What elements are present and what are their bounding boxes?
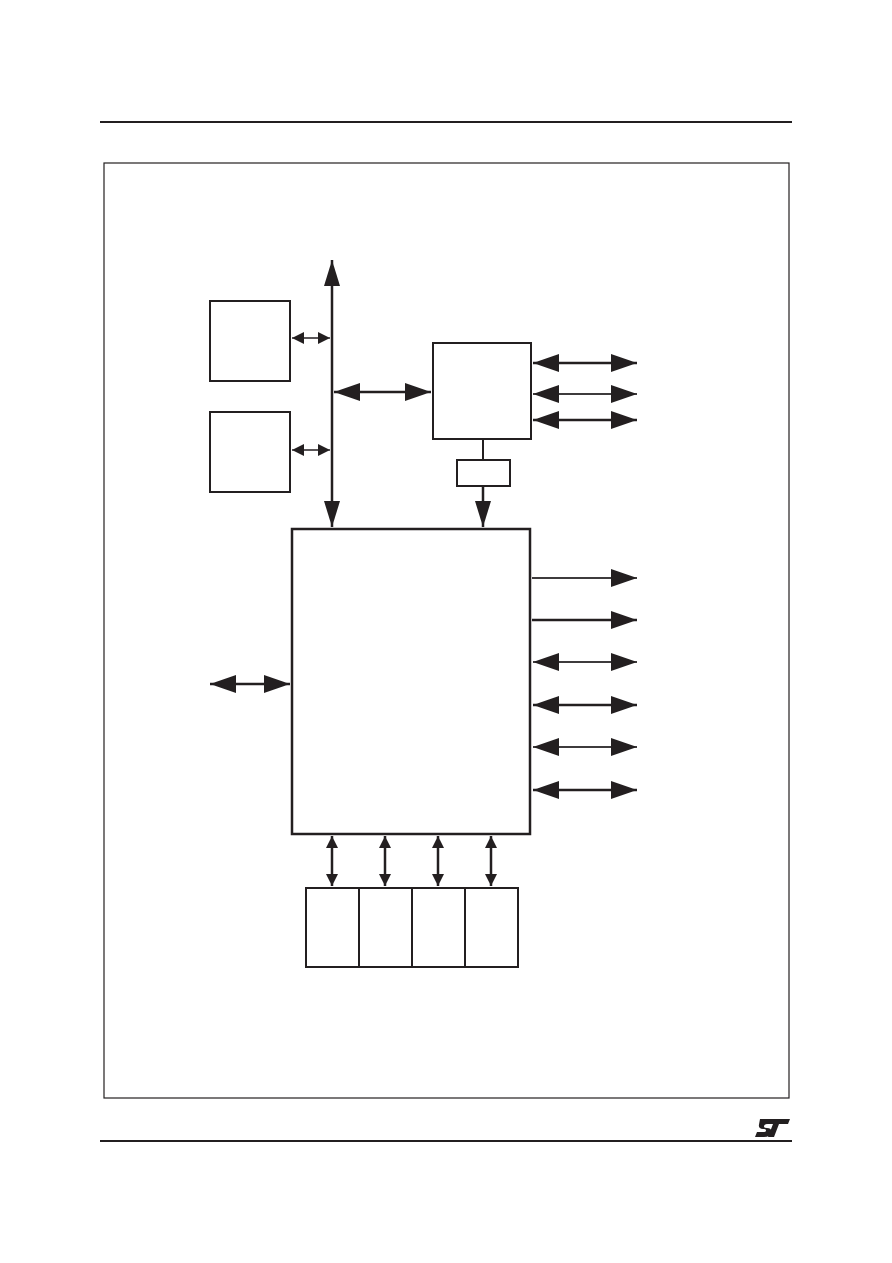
- footer-rule: [100, 1140, 792, 1142]
- bottom-block-3: [411, 887, 466, 968]
- bottom-block-1: [305, 887, 360, 968]
- frame: [103, 162, 790, 1099]
- core-block: [290, 527, 532, 836]
- connector-block: [456, 459, 511, 487]
- header-rule: [100, 121, 792, 123]
- memory-block-2: [209, 411, 291, 493]
- bottom-block-4: [464, 887, 519, 968]
- st-logo-icon: [755, 1119, 790, 1137]
- memory-block-1: [209, 300, 291, 382]
- peripheral-block: [432, 342, 532, 440]
- bottom-block-2: [358, 887, 413, 968]
